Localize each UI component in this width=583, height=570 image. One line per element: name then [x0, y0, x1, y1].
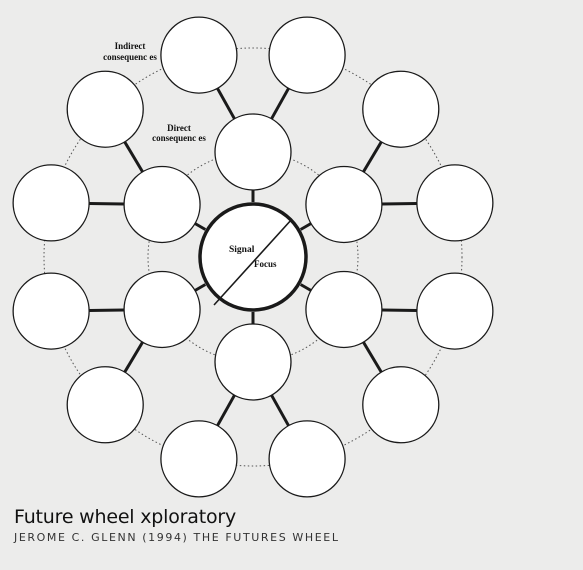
signal-label: Signal [229, 245, 255, 255]
direct-consequence-node[interactable] [123, 270, 201, 349]
futures-wheel-diagram: Signal Focus Indirect consequenc es Dire… [12, 16, 494, 498]
focus-label: Focus [254, 259, 277, 269]
indirect-consequence-node[interactable] [160, 420, 238, 498]
indirect-consequence-node[interactable] [268, 420, 346, 498]
direct-to-indirect-line [362, 141, 383, 173]
direct-to-indirect-line [381, 308, 417, 313]
center-divider-line [213, 218, 293, 306]
outer-orbit-ring [43, 47, 463, 467]
direct-consequence-node[interactable] [214, 113, 292, 191]
center-to-direct-line [299, 283, 312, 292]
direct-to-indirect-line [216, 394, 236, 427]
direct-consequences-label: Direct consequenc es [152, 123, 206, 143]
indirect-consequence-node[interactable] [362, 366, 440, 444]
indirect-consequences-label: Indirect consequenc es [103, 41, 157, 62]
direct-label-line1: Direct [167, 123, 191, 133]
direct-to-indirect-line [123, 341, 144, 373]
caption: Future wheel xploratory JEROME C. GLENN … [14, 505, 574, 544]
direct-to-indirect-line [123, 141, 144, 173]
consequence-nodes [12, 16, 494, 498]
direct-to-indirect-line [362, 341, 383, 373]
direct-label-line2: consequenc es [152, 133, 206, 143]
direct-to-indirect-line [270, 87, 290, 120]
center-to-direct-line [299, 222, 312, 231]
indirect-consequence-node[interactable] [66, 70, 144, 148]
indirect-consequence-node[interactable] [12, 164, 90, 242]
center-to-direct-line [194, 283, 207, 292]
direct-to-indirect-line [89, 201, 125, 206]
connector-lines [89, 87, 417, 427]
direct-to-indirect-line [270, 394, 290, 427]
indirect-consequence-node[interactable] [12, 272, 90, 350]
signal-focus-circle[interactable] [198, 202, 308, 312]
direct-consequence-node[interactable] [305, 165, 383, 244]
indirect-consequence-node[interactable] [362, 70, 440, 148]
direct-to-indirect-line [216, 87, 236, 120]
center-node[interactable]: Signal Focus [198, 202, 308, 312]
direct-to-indirect-line [89, 308, 125, 313]
indirect-label-line1: Indirect [115, 41, 146, 51]
caption-title: Future wheel xploratory [14, 506, 237, 528]
direct-to-indirect-line [381, 201, 417, 206]
direct-consequence-node[interactable] [214, 323, 292, 401]
indirect-consequence-node[interactable] [268, 16, 346, 94]
indirect-consequence-node[interactable] [66, 366, 144, 444]
indirect-consequence-node[interactable] [416, 164, 494, 242]
indirect-consequence-node[interactable] [160, 16, 238, 94]
indirect-label-line2: consequenc es [103, 52, 157, 62]
caption-subtitle: JEROME C. GLENN (1994) THE FUTURES WHEEL [14, 531, 340, 544]
indirect-consequence-node[interactable] [416, 272, 494, 350]
center-to-direct-line [194, 222, 207, 231]
direct-consequence-node[interactable] [123, 165, 201, 244]
direct-consequence-node[interactable] [305, 270, 383, 349]
